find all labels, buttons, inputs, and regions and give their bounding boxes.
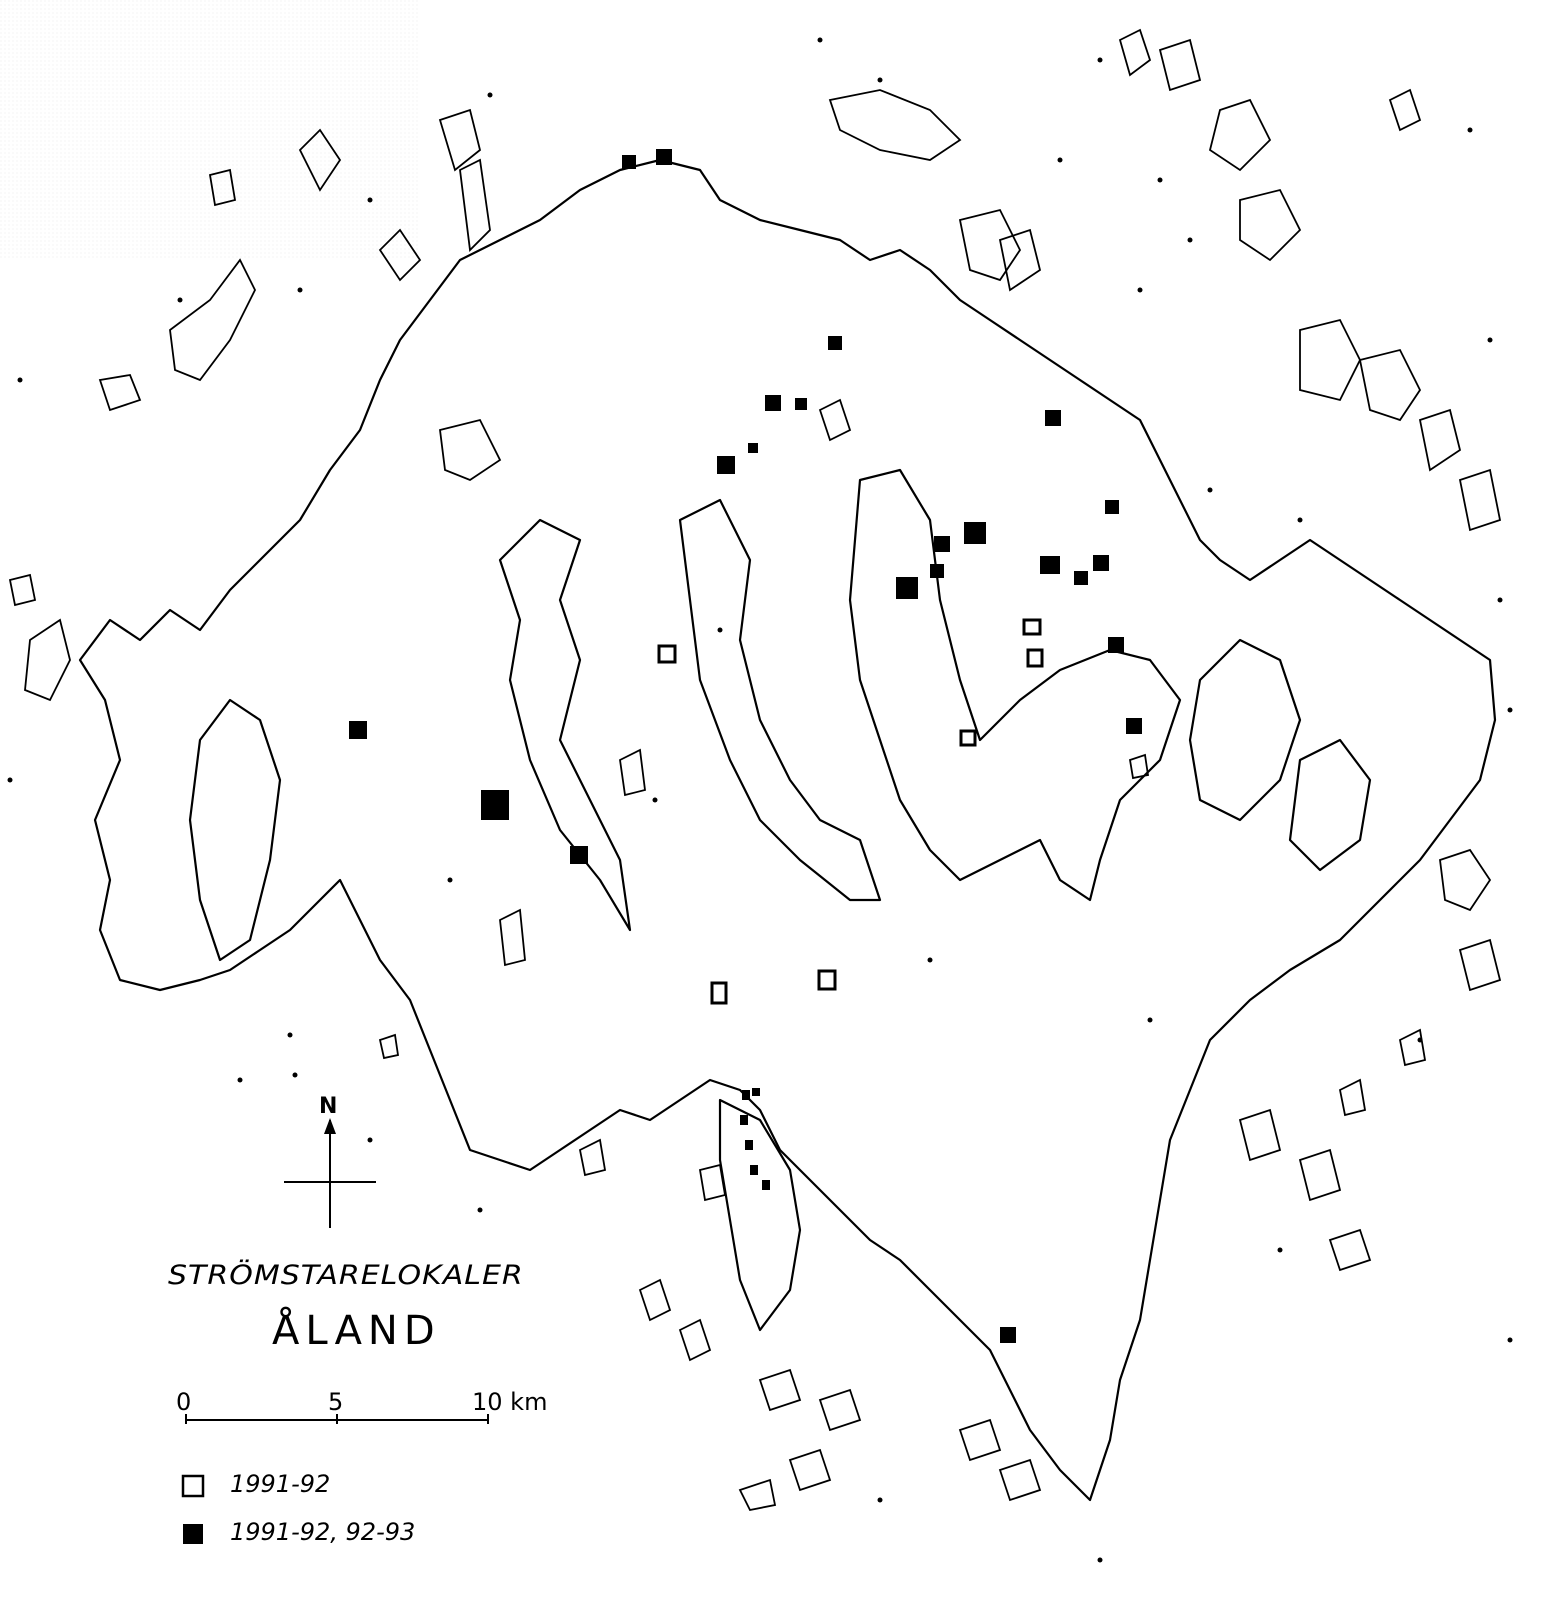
south-peninsula [718,1098,802,1332]
site-filled-square [742,1090,750,1100]
scale-label-10km: 10 km [472,1388,548,1416]
bay-northeast [1188,638,1302,822]
site-filled-square [1074,571,1088,585]
site-filled-square [795,398,807,410]
site-filled-square [750,1165,758,1175]
site-filled-square [1000,1327,1016,1343]
legend-item-open: 1991-92 [230,1470,330,1498]
site-filled-square [1093,555,1109,571]
scale-bar [185,1414,489,1424]
site-filled-square [622,155,636,169]
site-filled-square [745,1140,753,1150]
site-open-square [657,644,677,664]
sea-stipple [0,0,420,260]
map-title: STRÖMSTARELOKALER [168,1259,524,1292]
site-filled-square [934,536,950,552]
legend-item-filled: 1991-92, 92-93 [230,1518,415,1546]
islets-group [8,28,1502,1512]
site-filled-square [570,846,588,864]
site-filled-square [740,1115,748,1125]
site-filled-square [1126,718,1142,734]
site-filled-square [964,522,986,544]
site-filled-square [762,1180,770,1190]
site-filled-square [1105,500,1119,514]
scale-label-5: 5 [328,1388,344,1416]
site-filled-square [349,721,367,739]
site-open-square [959,729,977,747]
site-open-square [817,969,837,991]
legend-open-square-icon [181,1474,205,1498]
sites-1991-92 [657,618,1044,1005]
site-filled-square [1045,410,1061,426]
legend-label-filled: 1991-92, 92-93 [230,1518,416,1546]
lake-west [188,698,282,962]
site-open-square [1022,618,1042,636]
north-label: N [319,1094,338,1119]
site-filled-square [1040,556,1060,574]
site-filled-square [481,790,509,820]
sites-1991-92-92-93 [349,149,1142,1343]
scale-label-0: 0 [176,1388,192,1416]
main-island-coastline [78,158,1497,1502]
site-filled-square [765,395,781,411]
site-filled-square [896,577,918,599]
site-filled-square [1108,637,1124,653]
site-open-square [1026,648,1044,668]
legend-filled-square-icon [183,1524,203,1544]
site-open-square [710,981,728,1005]
fjord-central-west [498,518,632,932]
bay-east [1288,738,1372,872]
fjord-east [848,468,1182,902]
site-filled-square [828,336,842,350]
fjord-central [678,498,882,902]
legend-label-open: 1991-92 [230,1470,331,1498]
site-filled-square [748,443,758,453]
site-filled-square [717,456,735,474]
site-filled-square [752,1088,760,1096]
site-filled-square [930,564,944,578]
north-arrow [284,1118,376,1228]
map-subtitle: ÅLAND [272,1308,441,1354]
site-filled-square [656,149,672,165]
small-dots-group [7,37,1513,1563]
